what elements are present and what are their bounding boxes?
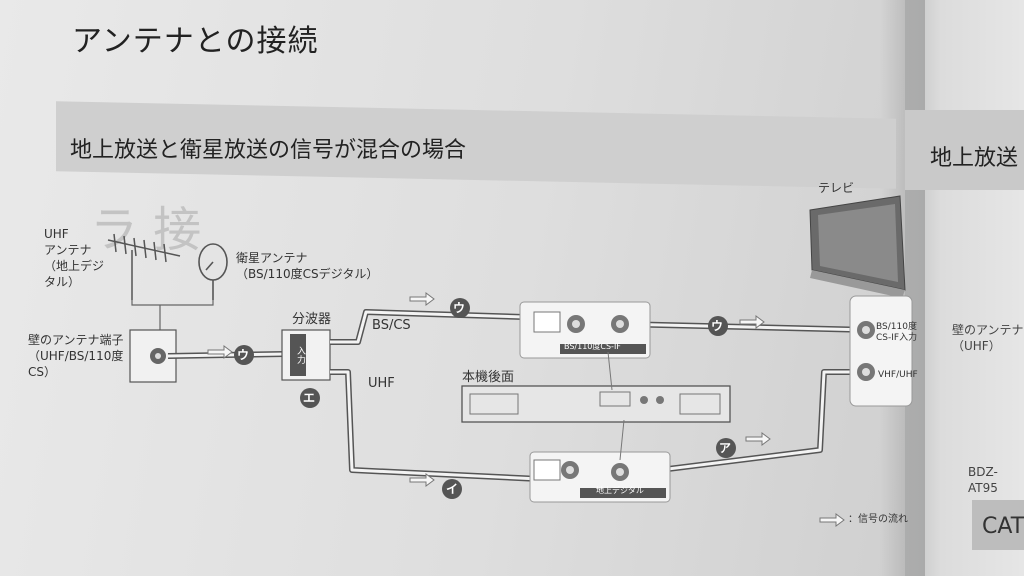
bs-cs-line-label: BS/CS: [372, 318, 411, 333]
right-page-tab: CAT: [972, 500, 1024, 550]
cable-badges: [234, 298, 736, 499]
splitter-icon: [281, 329, 331, 381]
rear-panel-label: 本機後面: [462, 370, 515, 385]
cable-badge-u3: ウ: [711, 319, 724, 333]
right-page-model: BDZ-AT95: [968, 465, 998, 495]
uhf-line-label: UHF: [368, 376, 395, 391]
cable-badge-u2: ウ: [453, 301, 466, 315]
cable-badge-a: ア: [719, 441, 732, 455]
signal-arrows: [207, 292, 845, 527]
tv-label: テレビ: [818, 181, 855, 195]
cable-badge-e: エ: [303, 391, 316, 405]
uhf-port-label: 地上デジタル: [596, 486, 644, 495]
wall-terminal-icon: [129, 329, 177, 383]
tv-vhf-input-label: VHF/UHF: [878, 370, 918, 380]
splitter-input-label: 入力: [295, 346, 305, 364]
right-page-wall-label: 壁のアンテナ（UHF）: [952, 323, 1024, 353]
uhf-antenna-icon: [107, 233, 181, 300]
bs-port-label: BS/110度CS-IF: [564, 342, 621, 351]
next-page: [905, 0, 1024, 576]
satellite-antenna-label: 衛星アンテナ（BS/110度CSデジタル）: [236, 251, 379, 281]
recorder-rear-icon: [461, 351, 731, 461]
cable-badge-i: イ: [446, 482, 459, 496]
splitter-label: 分波器: [292, 312, 332, 327]
satellite-dish-icon: [198, 243, 228, 300]
legend-label: ：信号の流れ: [848, 514, 908, 525]
tv-icon: [809, 195, 913, 407]
page-title: アンテナとの接続: [72, 24, 319, 59]
section-title: 地上放送と衛星放送の信号が混合の場合: [70, 138, 467, 163]
right-page-section-bar: [905, 110, 1024, 190]
cable-badge-u1: ウ: [237, 348, 250, 362]
manual-page: [0, 0, 930, 576]
right-page-title: 地上放送: [930, 146, 1019, 171]
bs-port-panel: [519, 301, 651, 359]
uhf-port-panel: [529, 451, 671, 503]
